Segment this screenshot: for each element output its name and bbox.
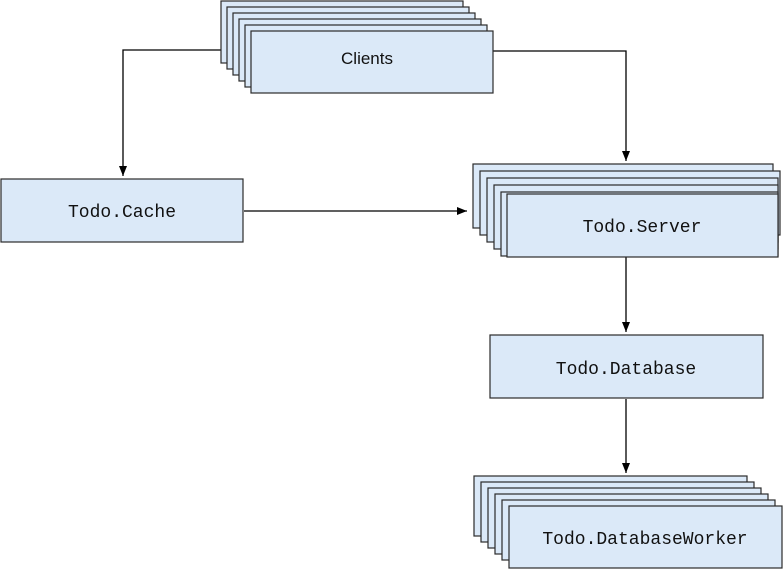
clients-label: Clients bbox=[341, 49, 393, 68]
edge-clients-to-cache bbox=[119, 49, 221, 176]
server-node: Todo.Server bbox=[472, 163, 781, 258]
worker-node: Todo.DatabaseWorker bbox=[473, 475, 783, 569]
database-node: Todo.Database bbox=[489, 334, 764, 399]
worker-label: Todo.DatabaseWorker bbox=[542, 530, 747, 550]
cache-node: Todo.Cache bbox=[0, 178, 244, 243]
cache-label: Todo.Cache bbox=[68, 203, 176, 223]
clients-node: Clients bbox=[220, 0, 494, 94]
database-label: Todo.Database bbox=[556, 360, 696, 380]
edge-clients-to-server bbox=[493, 50, 630, 161]
server-label: Todo.Server bbox=[583, 218, 702, 238]
